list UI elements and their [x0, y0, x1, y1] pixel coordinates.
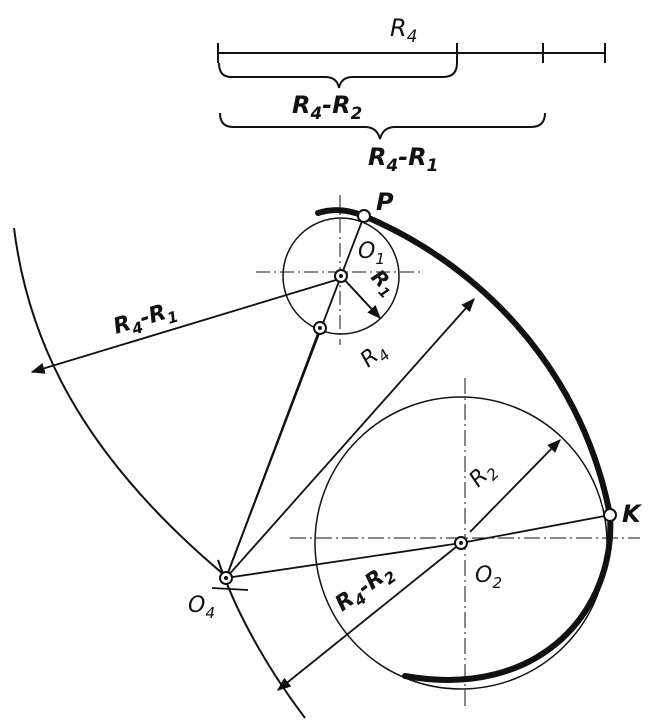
- bold-arc-r4: [361, 213, 613, 518]
- o4-cross: [211, 587, 249, 591]
- point-k: [603, 508, 617, 522]
- line-o4-o2: [225, 542, 462, 579]
- radius-r2-arrow: [469, 438, 561, 533]
- scale-label-r4: R4: [390, 14, 417, 46]
- point-markers: [219, 209, 617, 585]
- brace-r4-minus-r1: [219, 112, 546, 140]
- point-p: [357, 209, 371, 223]
- label-p: P: [376, 188, 394, 216]
- scale-bars: [217, 43, 606, 140]
- label-o2: O2: [475, 563, 502, 592]
- scale-label-r4-minus-r1: R4-R1: [368, 143, 438, 175]
- brace-r4-minus-r2: [218, 62, 458, 89]
- line-o4-o1b: [225, 327, 321, 579]
- label-k: K: [622, 500, 643, 528]
- label-o4: O4: [188, 593, 215, 622]
- arc-r4-minus-r2: [217, 559, 306, 719]
- label-o1: O1: [358, 239, 385, 268]
- label-r4: R4: [356, 337, 394, 375]
- scale-label-r4-minus-r2: R4-R2: [292, 91, 362, 123]
- point-centers: [224, 274, 463, 580]
- radius-r4-minus-r2-arrow: [276, 542, 462, 691]
- label-r4-minus-r1: R4-R1: [110, 297, 180, 344]
- radius-r4-minus-r1-arrow: [30, 279, 337, 374]
- radius-r1-arrow: [340, 275, 381, 320]
- line-o2-k: [460, 514, 611, 544]
- circle-o1: [282, 217, 400, 335]
- radius-r4-arrow: [225, 297, 475, 579]
- label-r4-minus-r2: R4-R2: [331, 559, 400, 620]
- arc-r4-minus-r1: [13, 227, 229, 579]
- label-r2: R2: [465, 457, 503, 495]
- line-o1-p: [340, 215, 365, 277]
- bold-arc-o2: [402, 512, 614, 683]
